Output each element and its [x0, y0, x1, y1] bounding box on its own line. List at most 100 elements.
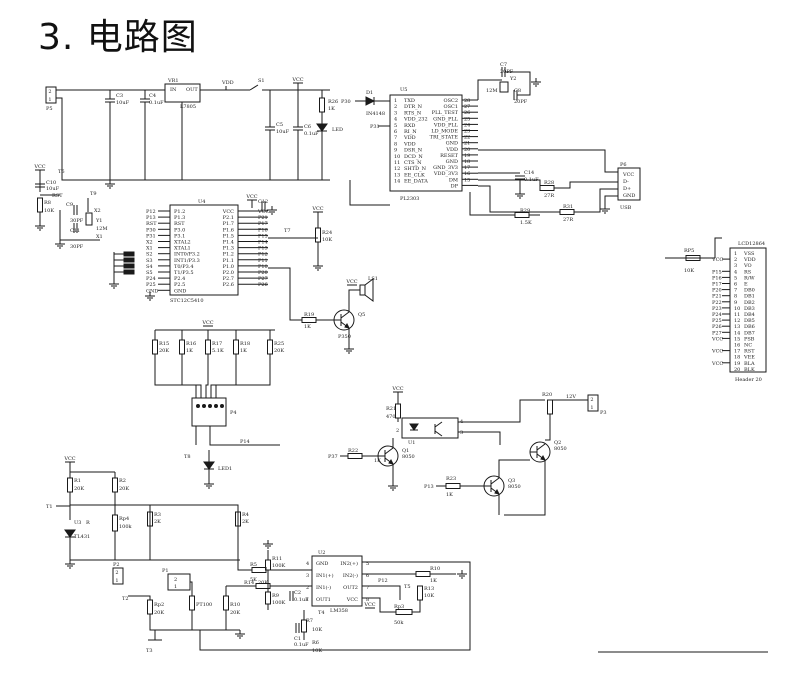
lcd-pin-num: 10	[734, 306, 740, 312]
q5-label: Q5	[358, 312, 365, 318]
vcc-label: VCC	[201, 320, 213, 326]
u2-pin-left: OUT1	[316, 597, 331, 603]
r5-label: R5	[250, 562, 257, 568]
u4-net-right: P12	[258, 252, 268, 258]
u5-pin-num: 17	[464, 165, 470, 171]
rp4-val: 100k	[119, 524, 133, 530]
wire	[604, 195, 618, 205]
resistor-rp4	[112, 514, 118, 532]
t6-label: T6	[58, 169, 65, 175]
q3-label: Q3	[508, 478, 515, 484]
u2-pin-left: GND	[316, 561, 328, 567]
lcd-pin: VEE	[743, 355, 755, 361]
resistor-r10b	[415, 571, 431, 577]
connector-p1	[167, 573, 191, 591]
resistor-r28	[539, 185, 555, 191]
lcd-pin-num: 18	[734, 355, 740, 361]
lcd-pin: R/W	[744, 275, 755, 281]
u4-net-left: P13	[146, 215, 156, 221]
pin-num: 2	[174, 577, 177, 583]
wire	[59, 210, 100, 241]
opamp-u2	[311, 555, 363, 607]
lcd-net: P23	[712, 306, 722, 312]
resistor-label: R15	[159, 341, 169, 347]
c4-val: 0.1uF	[149, 100, 164, 106]
lcd-net: P16	[712, 275, 722, 281]
r29-label: R29	[520, 208, 530, 214]
lcd-pin-num: 15	[734, 336, 740, 342]
u4-net-left: S3	[146, 258, 153, 264]
u5-pin-num: 4	[394, 117, 397, 123]
resistor-r2	[112, 477, 118, 493]
u5-pin-num: 25	[464, 116, 470, 122]
u5-pin-num: 11	[394, 160, 400, 166]
u5-pin-num: 26	[464, 110, 470, 116]
buzzer-ls1	[364, 278, 374, 302]
u4-pin-right: P1.5	[223, 233, 234, 239]
r7b-label: R7	[306, 618, 313, 624]
wire	[205, 354, 209, 398]
wire	[199, 561, 471, 651]
transistor-arrow	[344, 323, 350, 329]
lcd-pin: RS	[744, 269, 752, 275]
u4-part: STC12C5410	[170, 298, 204, 304]
c2-label: C2	[294, 590, 301, 596]
u4-net-left: X2	[146, 240, 153, 246]
p13-label: P13	[424, 484, 434, 490]
p1-label: P1	[162, 568, 169, 574]
r11-label: R11	[272, 556, 282, 562]
c5-val: 10uF	[276, 129, 290, 135]
c9-label: C9	[66, 202, 73, 208]
y1-label: Y1	[95, 218, 102, 224]
lcd-pin: DB6	[744, 324, 755, 330]
u4-pin-right: P1.2	[223, 252, 234, 258]
module-pin	[214, 404, 218, 408]
u4-pin-left: XTAL2	[174, 240, 191, 246]
r21-label: R21	[386, 406, 396, 412]
u1-label: U1	[408, 440, 415, 446]
u5-pin-left: VDD_232	[403, 117, 428, 123]
u4-pin-right: P2.1	[223, 215, 234, 221]
rst-label: RST	[52, 193, 63, 199]
lcd-pin: DB5	[744, 318, 755, 324]
y1-val: 12M	[96, 226, 107, 232]
r23-label: R23	[446, 476, 456, 482]
pin-num: 1	[115, 578, 118, 584]
c3-val: 10uF	[116, 100, 130, 106]
r24-label: R24	[322, 230, 332, 236]
t5-label: T5	[404, 584, 411, 590]
lcd-pin-num: 4	[734, 269, 737, 275]
resistor-array	[267, 339, 273, 355]
u5-pin-right: GND_PLL	[433, 116, 459, 122]
c3-label: C3	[116, 93, 123, 99]
r26-val: 1K	[328, 106, 335, 112]
rp5-val: 10K	[684, 268, 694, 274]
rp2-val: 20K	[154, 610, 164, 616]
opto-transistor	[434, 430, 443, 437]
resistor-r26	[319, 97, 325, 113]
u4-pin-right: P1.0	[223, 264, 234, 270]
u5-pin-left: EE_CLK	[404, 172, 425, 178]
r28-val: 27R	[544, 193, 554, 199]
resistor-r24	[315, 227, 321, 243]
usb-pin: GND	[623, 193, 635, 199]
vcc-label: VCC	[33, 164, 45, 170]
resistor-label: R16	[186, 341, 196, 347]
led1	[203, 461, 215, 470]
u4-net-left: P25	[146, 282, 156, 288]
c14-label: C14	[524, 170, 534, 176]
pin-num: 2	[396, 428, 399, 434]
u5-pin-right: DP	[451, 183, 459, 189]
u2-pin-right: OUT2	[343, 585, 358, 591]
q2-part: 8050	[554, 446, 567, 452]
u4-pin-left: T0/P3.4	[174, 264, 194, 270]
u4-pin-right: P2.7	[223, 276, 234, 282]
u4-pin-right: P1.3	[223, 246, 234, 252]
u4-pin-right: P1.7	[223, 221, 234, 227]
lcd-pin: RST	[744, 349, 755, 355]
u5-pin-right: PLL_TEST	[432, 110, 459, 116]
vcc-label: VCC	[311, 206, 323, 212]
u5-pin-num: 9	[394, 148, 397, 154]
lcd-hdr-label: Header 20	[735, 377, 762, 383]
opto-led	[409, 423, 419, 431]
